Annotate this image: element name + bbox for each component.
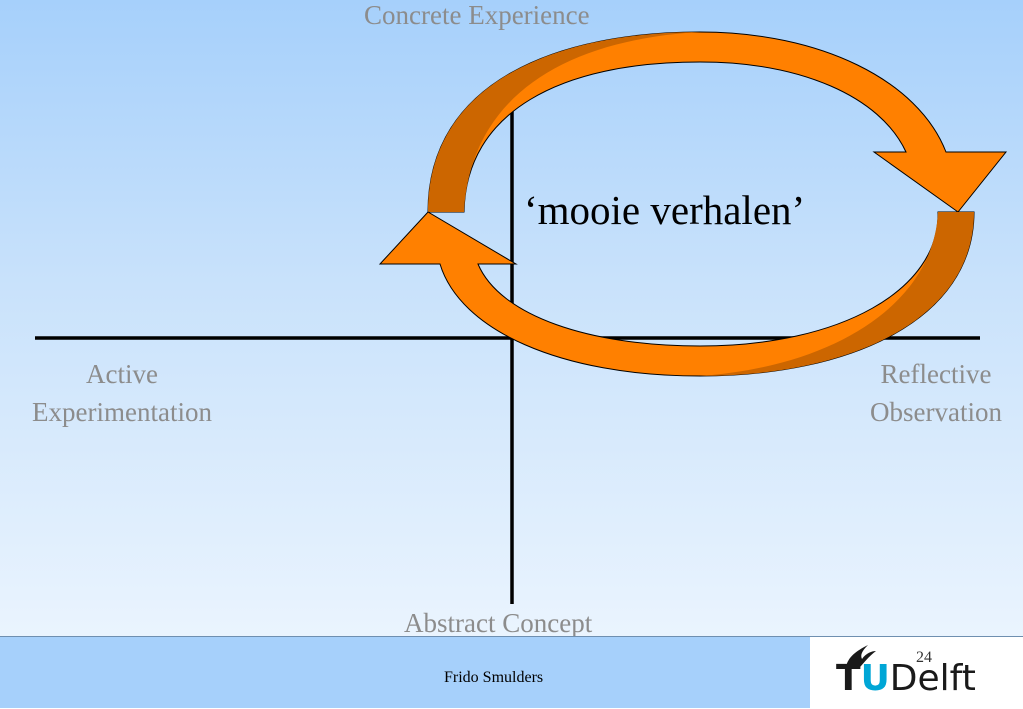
logo-letter-u: U — [860, 658, 890, 699]
label-reflective-line1: Reflective — [880, 359, 992, 389]
label-abstract-concept: Abstract Concept — [404, 608, 593, 636]
flame-icon — [846, 645, 876, 667]
logo-letter-t: T — [836, 658, 861, 699]
label-reflective-observation: Reflective Observation — [858, 355, 1014, 432]
label-active-line2: Experimentation — [32, 397, 212, 428]
tu-delft-logo: TUDelft 24 — [810, 637, 1023, 709]
logo-word-delft: Delft — [889, 658, 976, 699]
arrow-top-arc — [427, 31, 1008, 213]
arrow-bottom-arc — [378, 211, 975, 377]
learning-cycle-diagram — [35, 31, 1008, 604]
label-reflective-line2: Observation — [870, 397, 1002, 428]
footer-author: Frido Smulders — [444, 669, 544, 686]
logo-wordmark: TUDelft — [836, 659, 976, 699]
arrow-top-arc-shade — [428, 32, 700, 212]
page-number: 24 — [916, 649, 932, 666]
center-quote-text: ‘mooie verhalen’ — [524, 187, 806, 233]
label-active-experimentation: Active Experimentation — [16, 355, 228, 432]
slide-canvas: Concrete Experience Active Experimentati… — [0, 0, 1023, 636]
label-concrete-experience: Concrete Experience — [364, 0, 590, 30]
label-active-line1: Active — [86, 359, 158, 389]
slide-footer: Frido Smulders TUDelft 24 — [0, 636, 1023, 709]
arrow-bottom-arc-shade — [700, 212, 974, 376]
